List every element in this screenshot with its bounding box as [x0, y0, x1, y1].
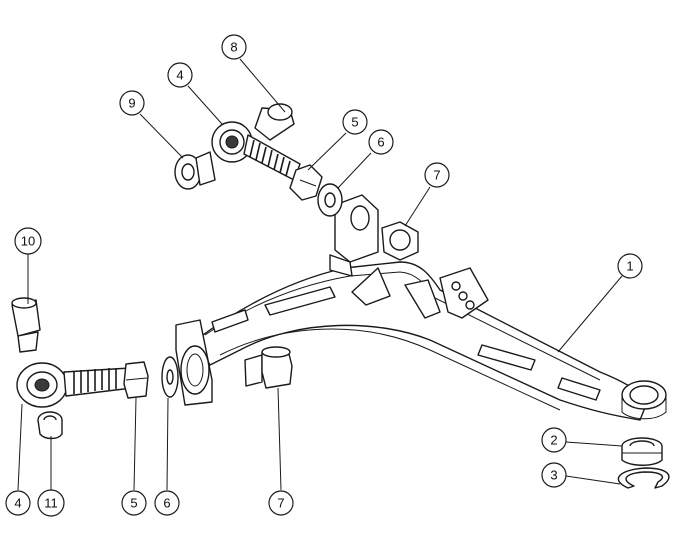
lower-rod-end-assembly — [11, 297, 293, 440]
balloon-label-10: 10 — [21, 234, 35, 249]
jam-nut-part-5-top — [289, 164, 323, 201]
rod-end-part-4-bottom — [16, 362, 133, 408]
spacer-part-11 — [37, 411, 63, 440]
balloon-7-bottom: 7 — [268, 490, 294, 516]
balloon-7-top: 7 — [424, 162, 450, 188]
spacer-part-10 — [11, 297, 41, 353]
balloon-label-3: 3 — [550, 468, 557, 483]
balloon-6-bottom: 6 — [154, 490, 180, 516]
balloon-11: 11 — [37, 489, 65, 517]
balloon-3: 3 — [541, 462, 567, 488]
balloon-label-7-top: 7 — [433, 168, 440, 183]
spacer-part-9 — [174, 151, 216, 190]
balloon-2: 2 — [541, 427, 567, 453]
upper-rod-end-assembly — [174, 103, 419, 261]
balloon-label-5-top: 5 — [351, 115, 358, 130]
balloon-label-5-bottom: 5 — [130, 496, 137, 511]
jam-nut-part-5-bottom — [123, 361, 149, 399]
nut-part-7-bottom — [244, 346, 293, 389]
snap-ring-part-3 — [617, 467, 670, 489]
balloon-label-6-top: 6 — [377, 135, 384, 150]
balloon-1: 1 — [617, 253, 643, 279]
balloon-label-9: 9 — [128, 96, 135, 111]
cone-spacer-part-8 — [254, 103, 295, 141]
balloon-9: 9 — [119, 90, 145, 116]
balloon-8: 8 — [221, 34, 247, 60]
leader-lines — [17, 58, 623, 491]
balloon-4-bottom: 4 — [5, 490, 31, 516]
balloon-10: 10 — [14, 227, 42, 255]
balloon-label-7-bottom: 7 — [277, 496, 284, 511]
balloon-label-4-top: 4 — [176, 68, 183, 83]
balloon-5-bottom: 5 — [121, 490, 147, 516]
balloon-6-top: 6 — [368, 129, 394, 155]
balloon-4-top: 4 — [167, 62, 193, 88]
balloon-label-8: 8 — [230, 40, 237, 55]
washer-part-6-top — [317, 183, 343, 217]
balloon-label-4-bottom: 4 — [14, 496, 21, 511]
balloon-5-top: 5 — [342, 109, 368, 135]
ball-joint-parts — [617, 437, 670, 489]
part-balloons: 8 4 9 5 6 7 1 10 — [5, 34, 643, 517]
balloon-label-6-bottom: 6 — [163, 496, 170, 511]
balloon-label-2: 2 — [550, 433, 557, 448]
washer-part-6-bottom — [161, 356, 179, 398]
bearing-part-2 — [621, 437, 663, 466]
nut-part-7-top — [381, 221, 419, 261]
rod-end-part-4-top — [211, 121, 301, 181]
balloon-label-1: 1 — [626, 259, 633, 274]
lower-control-arm — [175, 194, 667, 421]
balloon-label-11: 11 — [44, 496, 58, 511]
